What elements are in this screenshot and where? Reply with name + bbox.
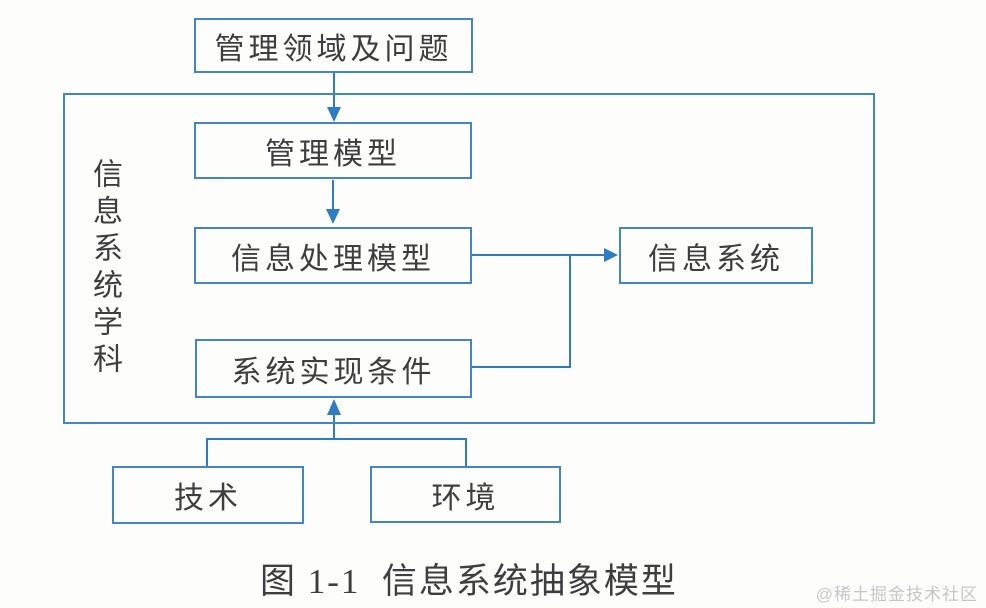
arrowhead-right-infosystem-icon bbox=[604, 248, 618, 262]
environment-box: 环境 bbox=[370, 466, 561, 523]
discipline-container bbox=[63, 93, 875, 424]
management-model-box: 管理模型 bbox=[194, 122, 472, 179]
system-conditions-box: 系统实现条件 bbox=[195, 339, 472, 398]
arrowhead-up-conditions-icon bbox=[327, 399, 341, 415]
discipline-label: 信息系统学科 bbox=[88, 158, 121, 380]
management-domain-box: 管理领域及问题 bbox=[194, 18, 473, 73]
arrowhead-down-model-to-processing-icon bbox=[326, 209, 340, 224]
info-system-box: 信息系统 bbox=[619, 227, 813, 284]
arrowhead-down-domain-to-model-icon bbox=[327, 107, 341, 122]
watermark: @稀土掘金技术社区 bbox=[815, 585, 978, 604]
info-processing-model-box: 信息处理模型 bbox=[194, 227, 472, 284]
technology-box: 技术 bbox=[112, 466, 304, 524]
figure-caption: 图 1-1 信息系统抽象模型 bbox=[260, 562, 678, 601]
